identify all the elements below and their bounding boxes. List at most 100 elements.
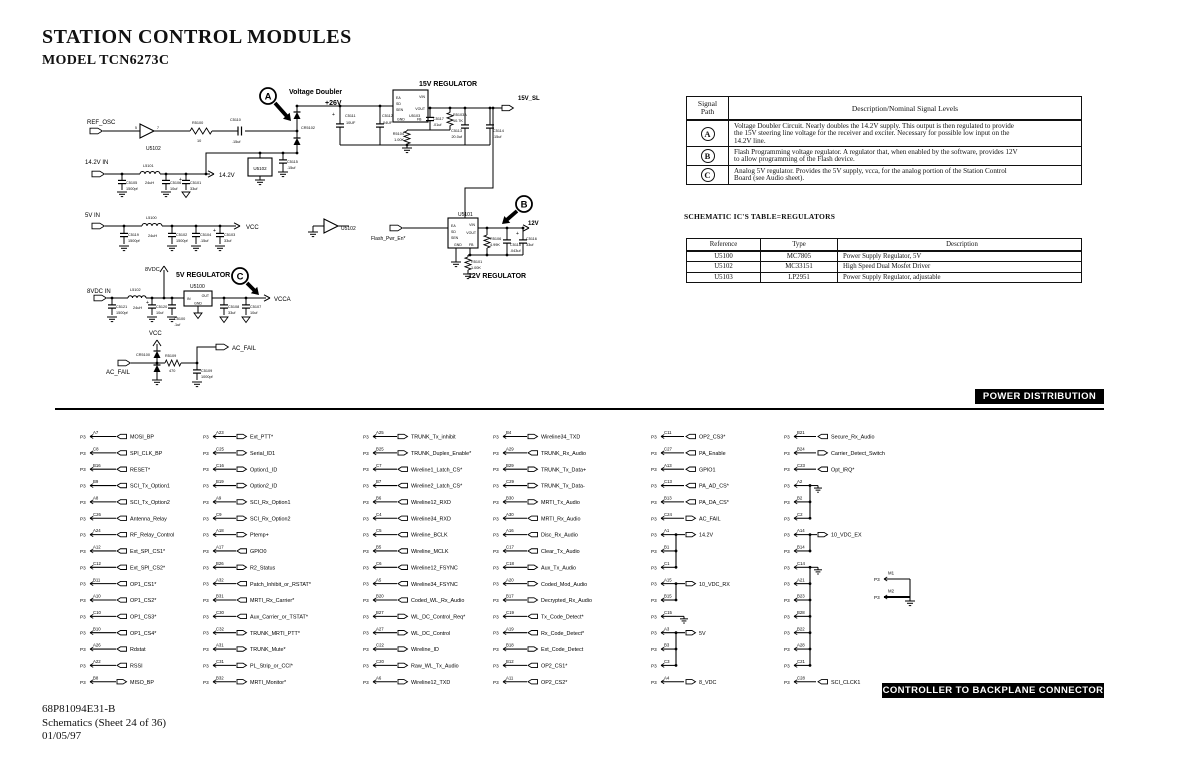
schematic-label: P3: [651, 582, 657, 587]
connector-flag: [116, 662, 127, 669]
schematic-label: P3: [80, 598, 86, 603]
schematic-label: P3: [651, 647, 657, 652]
schematic-label: OP1_CS3*: [130, 614, 157, 620]
junction-dot: [184, 172, 188, 176]
schematic-label: P3: [203, 451, 209, 456]
schematic-label: A23: [216, 430, 224, 435]
schematic-label: P3: [363, 533, 369, 538]
schematic-label: P3: [363, 582, 369, 587]
junction-dot: [488, 106, 492, 110]
connector-flag: [397, 597, 408, 603]
schematic-label: P3: [80, 614, 86, 619]
ic-desc: Power Supply Regulator, 5V: [843, 253, 922, 260]
schematic-label: M1: [888, 571, 895, 576]
connector-flag: [116, 564, 127, 570]
junction-dot: [448, 106, 452, 110]
schematic-label: OP2_CS2*: [541, 680, 568, 686]
schematic-label: U5103: [409, 114, 420, 118]
schematic-label: 24uH: [145, 181, 154, 185]
junction-dot: [170, 224, 174, 228]
schematic-label: 1.00K: [471, 266, 481, 270]
schematic-label: P3: [363, 614, 369, 619]
schematic-label: A13: [664, 463, 672, 468]
schematic-label: U5101: [458, 212, 473, 218]
junction-dot: [463, 106, 467, 110]
schematic-label: C5107: [250, 305, 261, 309]
schematic-label: C5114: [493, 129, 504, 133]
connector-flag: [236, 515, 248, 521]
junction-dot: [218, 224, 222, 228]
schematic-label: P3: [493, 680, 499, 685]
schematic-label: Ext_SPI_CS2*: [130, 565, 166, 571]
connector-flag: [116, 450, 127, 456]
connector-flag: [116, 679, 128, 685]
schematic-label: C5105: [126, 181, 137, 185]
schematic-label: 15V REGULATOR: [419, 81, 477, 88]
footer-part-number: 68P81094E31-B: [42, 703, 116, 715]
connector-flag: [685, 679, 697, 685]
schematic-label: Secure_Rx_Audio: [831, 435, 874, 441]
connector-flag: [397, 450, 409, 456]
schematic-label: P3: [493, 500, 499, 505]
schematic-label: A15: [664, 577, 672, 582]
schematic-label: P3: [784, 467, 790, 472]
schematic-label: MOSI_BP: [130, 435, 154, 441]
schematic-label: 5V: [699, 631, 706, 637]
schematic-label: C32: [216, 626, 224, 631]
connector-flag: [527, 433, 539, 440]
schematic-label: Ext_Code_Detect: [541, 647, 584, 653]
schematic-label: 33uf: [526, 243, 534, 247]
schematic-label: 5: [135, 126, 137, 130]
schematic-label: P3: [651, 663, 657, 668]
schematic-label: C2: [797, 512, 803, 517]
schematic-label: 12V: [528, 221, 539, 227]
schematic-label: PA_AD_CS*: [699, 484, 730, 490]
schematic-label: VOUT: [466, 231, 477, 235]
ground-triangle: [241, 316, 251, 324]
schematic-label: P3: [493, 484, 499, 489]
schematic-label: Aux_Carrier_or_TSTAT*: [250, 614, 309, 620]
schematic-label: B10: [93, 626, 101, 631]
schematic-label: P3: [784, 565, 790, 570]
schematic-label: Option2_ID: [250, 484, 277, 490]
wire: [522, 224, 530, 229]
schematic-label: +: [332, 112, 335, 118]
wire: [189, 127, 213, 135]
ground-triangle: [181, 191, 191, 199]
schematic-label: P3: [363, 467, 369, 472]
connector-flag: [397, 679, 409, 685]
schematic-label: C5119: [128, 233, 139, 237]
connector-flag: [397, 531, 408, 538]
page-title: STATION CONTROL MODULES: [42, 26, 352, 48]
schematic-label: C5118: [510, 243, 521, 247]
schematic-label: Rdstat: [130, 647, 146, 653]
schematic-label: P3: [784, 516, 790, 521]
schematic-label: C6: [376, 561, 382, 566]
schematic-label: P3: [493, 435, 499, 440]
schematic-label: 33uf: [228, 311, 236, 315]
schematic-label: P3: [363, 484, 369, 489]
junction-dot: [428, 106, 432, 110]
schematic-label: P3: [651, 516, 657, 521]
schematic-label: Wireline34_RXD: [411, 516, 451, 522]
schematic-label: SEN: [396, 108, 404, 112]
schematic-label: 33uf: [190, 187, 198, 191]
schematic-label: B7: [376, 479, 382, 484]
connector-flag: [527, 646, 539, 652]
schematic-label: B18: [506, 643, 514, 648]
schematic-label: P3: [651, 614, 657, 619]
schematic-label: C5110: [230, 118, 241, 122]
junction-dot: [110, 296, 114, 300]
connector-flag: [817, 466, 828, 472]
junction-dot: [122, 224, 126, 228]
schematic-label: Wireline_ID: [411, 647, 439, 653]
connector-flag: [236, 581, 247, 587]
schematic-label: VIN: [469, 223, 475, 227]
schematic-label: A19: [506, 626, 514, 631]
schematic-label: C22: [376, 643, 384, 648]
schematic-label: RESET*: [130, 467, 151, 473]
signal-desc-b: Flash Programming voltage regulator. A r…: [734, 147, 1018, 163]
schematic-label: U5100: [190, 284, 205, 290]
connector-flag: [397, 613, 409, 619]
schematic-label: SEN: [451, 236, 459, 240]
